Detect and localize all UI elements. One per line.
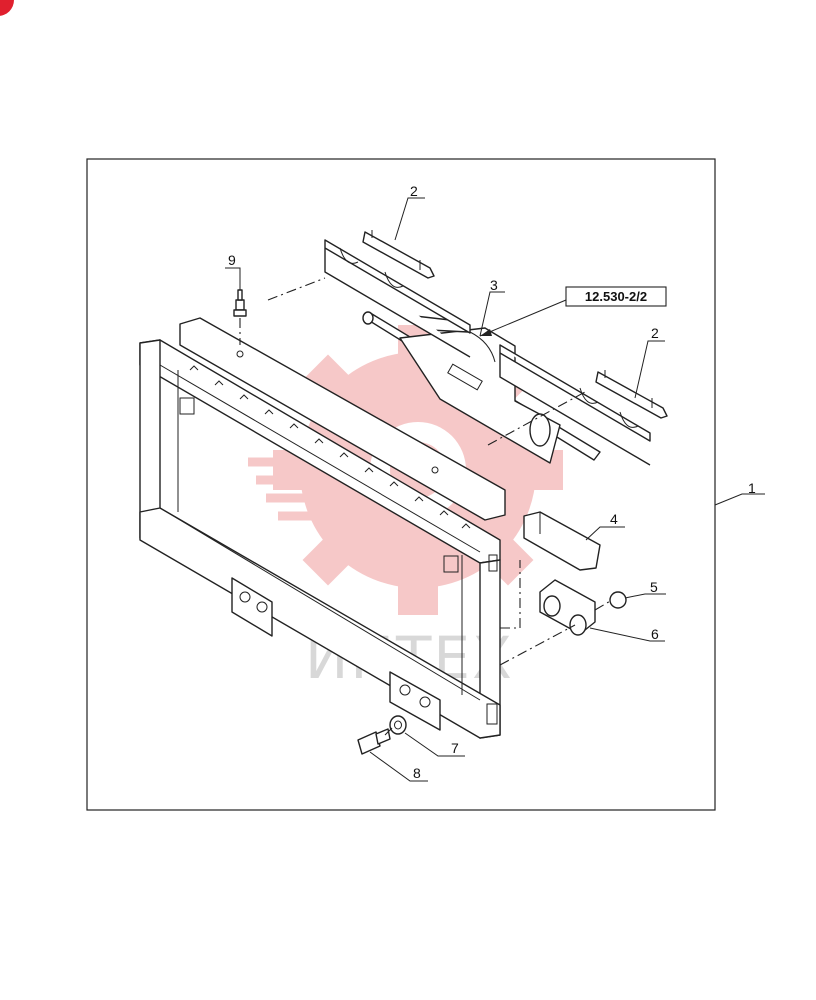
callout-4: 4 xyxy=(610,511,618,527)
stopper-block xyxy=(539,579,596,636)
washer xyxy=(389,715,407,735)
spacer-block xyxy=(523,511,601,571)
grease-nipple xyxy=(233,289,247,317)
callout-6: 6 xyxy=(651,626,659,642)
assembly-lines xyxy=(239,277,613,736)
retaining-clip-lower xyxy=(595,370,668,419)
callout-8: 8 xyxy=(413,765,421,781)
nut xyxy=(609,591,627,609)
carriage-frame xyxy=(139,317,506,739)
slide-plates xyxy=(324,239,651,466)
callout-3: 3 xyxy=(490,277,498,293)
corner-brand-mark xyxy=(0,0,14,16)
callout-7: 7 xyxy=(451,740,459,756)
callout-1: 1 xyxy=(748,480,756,496)
diagram-frame xyxy=(86,158,716,811)
leader-lines xyxy=(225,197,765,782)
reference-label: 12.530-2/2 xyxy=(585,289,647,304)
callout-2-upper: 2 xyxy=(410,183,418,199)
callout-9: 9 xyxy=(228,252,236,268)
callout-2-right: 2 xyxy=(651,325,659,341)
reference-box xyxy=(565,286,667,307)
bolt xyxy=(357,728,391,755)
callout-5: 5 xyxy=(650,579,658,595)
retaining-clip-upper xyxy=(362,230,435,279)
